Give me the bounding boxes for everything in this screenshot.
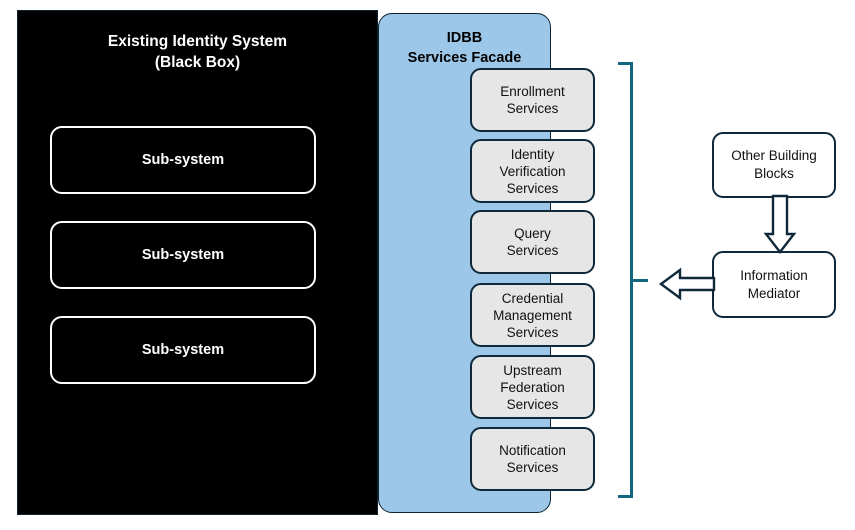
information-mediator-box: Information Mediator (712, 251, 836, 318)
service-box-enrollment: Enrollment Services (470, 68, 595, 132)
service-box-identity-verification: Identity Verification Services (470, 139, 595, 203)
service-box-upstream-federation: Upstream Federation Services (470, 355, 595, 419)
subsystem-box-2: Sub-system (50, 221, 316, 289)
service-box-credential-management: Credential Management Services (470, 283, 595, 347)
service-box-notification: Notification Services (470, 427, 595, 491)
services-bracket (618, 62, 648, 498)
arrow-left-icon (658, 267, 716, 301)
bracket-middle-tick (630, 279, 648, 282)
bracket-bottom-tick (618, 495, 633, 498)
existing-identity-system-title: Existing Identity System (Black Box) (107, 33, 288, 71)
arrow-down-icon (763, 194, 797, 254)
service-box-query: Query Services (470, 210, 595, 274)
other-building-blocks-box: Other Building Blocks (712, 132, 836, 198)
idbb-services-facade-title: IDBB Services Facade (407, 30, 522, 66)
subsystem-box-1: Sub-system (50, 126, 316, 194)
bracket-top-tick (618, 62, 633, 65)
subsystem-box-3: Sub-system (50, 316, 316, 384)
